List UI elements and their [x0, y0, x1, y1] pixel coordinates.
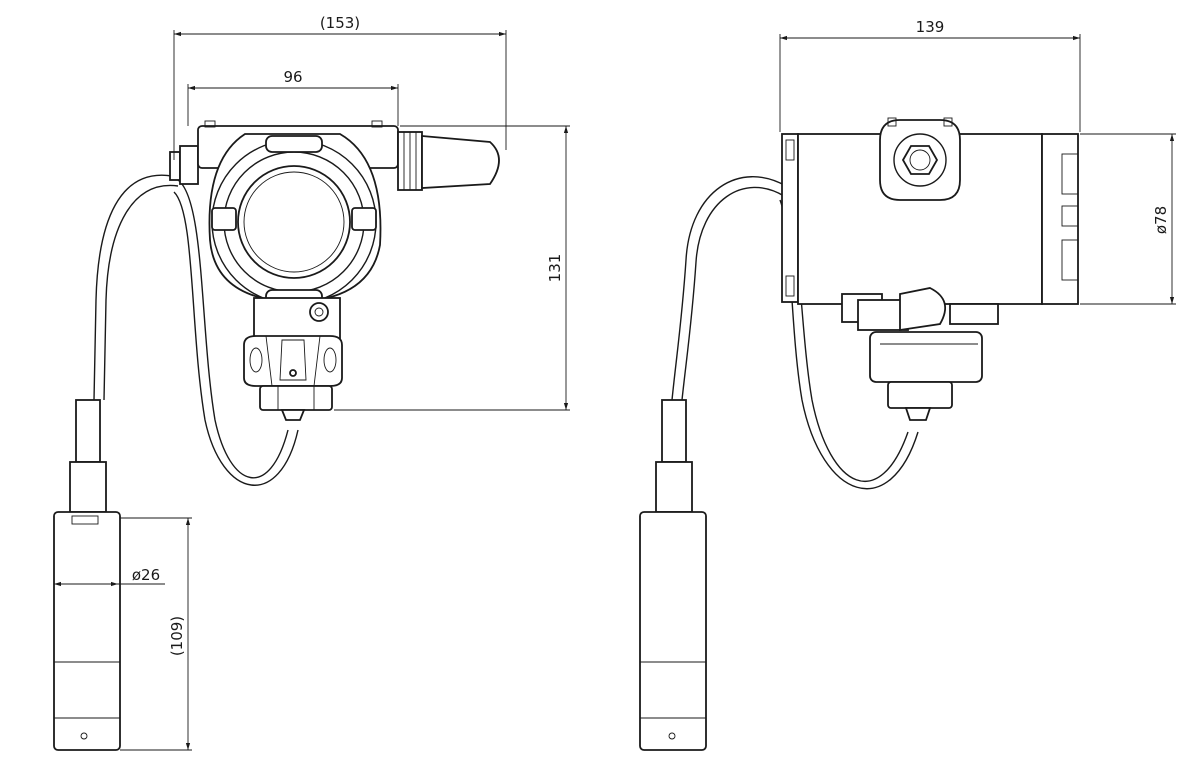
dim-housing-width-front: 96	[283, 68, 302, 86]
front-dimensions: (153) 96 131 ø26 (109)	[54, 14, 570, 751]
dim-overall-width-front: (153)	[320, 14, 360, 32]
side-housing	[781, 117, 1079, 421]
side-probe	[639, 399, 707, 751]
front-housing	[197, 120, 500, 421]
front-view: (153) 96 131 ø26 (109)	[53, 14, 570, 751]
dim-height-front: 131	[546, 254, 564, 283]
front-probe	[53, 399, 121, 751]
front-side-nut	[179, 145, 199, 185]
front-side-plug	[169, 151, 181, 181]
side-dimensions: 139 ø78	[779, 18, 1176, 305]
front-cable	[93, 174, 299, 486]
dim-probe-diameter: ø26	[132, 566, 160, 584]
dim-overall-width-side: 139	[916, 18, 945, 36]
dim-housing-diameter-side: ø78	[1152, 206, 1170, 234]
side-view: 139 ø78	[639, 18, 1176, 751]
dim-probe-length: (109)	[168, 616, 186, 656]
